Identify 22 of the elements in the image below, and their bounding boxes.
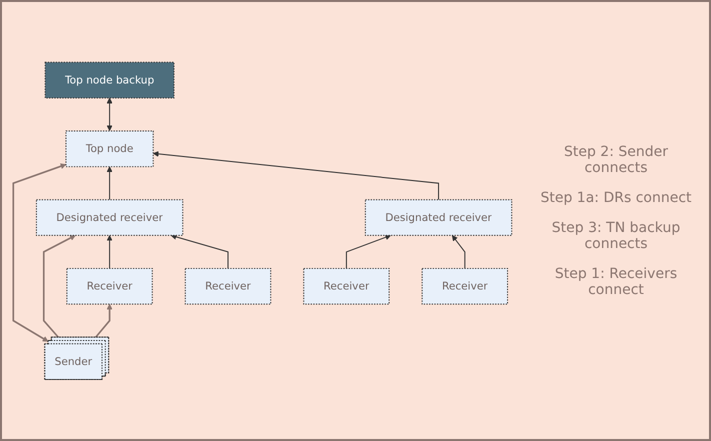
arrow [452,234,466,269]
node-box: Receiver [422,268,508,304]
step-note: Step 1: Receivers connect [554,266,678,298]
step-note: Step 1a: DRs connect [539,190,693,206]
arrow [152,150,440,200]
step-note: Step 3: TN backup connects [550,220,682,252]
node-box: Receiver [303,268,390,304]
arrow [94,303,112,338]
arrow [106,97,112,131]
arrow [12,163,66,342]
node-box: Receiver [66,268,153,304]
node-box: Designated receiver [364,198,512,236]
arrow [106,234,112,269]
node-box: Top node [65,130,154,167]
arrow [346,234,391,269]
arrow [42,234,76,338]
node-box: Designated receiver [36,198,184,236]
arrow [106,166,112,200]
arrow [170,234,228,269]
step-note: Step 2: Sender connects [562,144,670,176]
node-box: Top node backup [44,61,174,98]
node-box: Receiver [184,268,272,304]
